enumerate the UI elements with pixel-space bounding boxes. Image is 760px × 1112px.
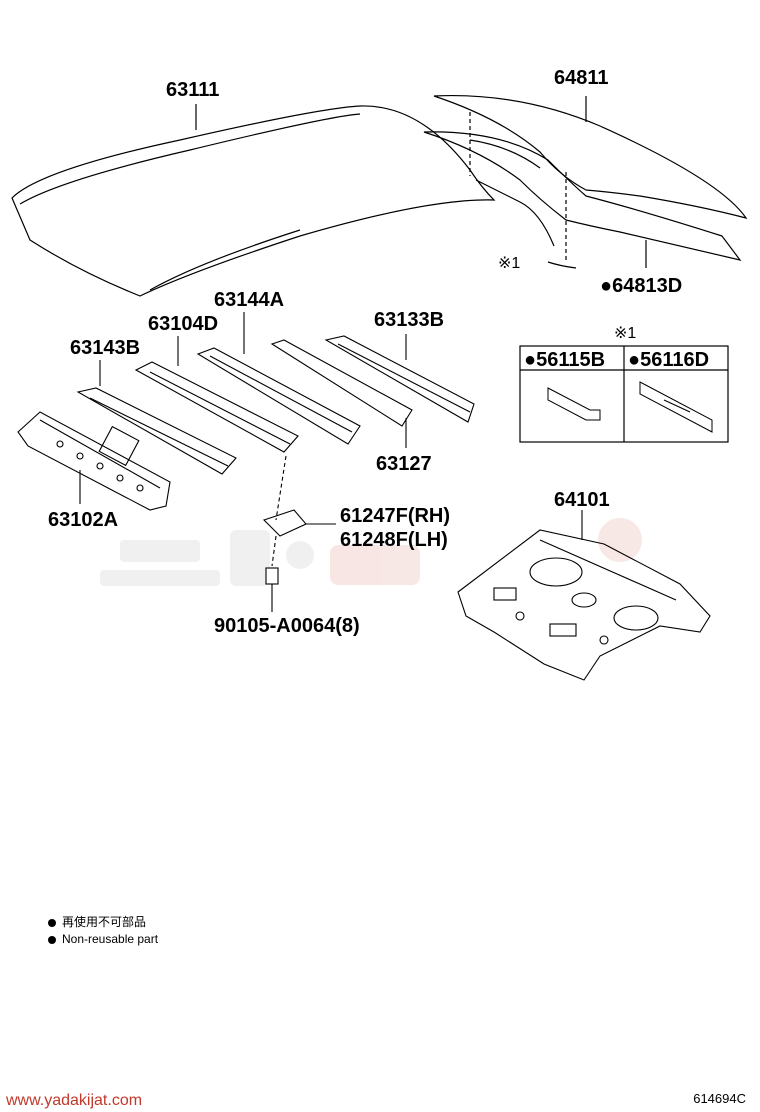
label-90105: 90105-A0064(8) [214, 615, 360, 637]
label-56116D: ●56116D [628, 349, 709, 371]
background-watermark [100, 518, 642, 586]
label-63144A: 63144A [214, 289, 284, 311]
note-mark-box: ※1 [614, 325, 636, 342]
package-tray-drawing [457, 510, 711, 681]
back-window-glass-drawing [423, 95, 748, 269]
label-63111: 63111 [166, 79, 219, 101]
label-box: ※1 ●56115B ●56116D [519, 325, 729, 443]
bracket-bolt-drawing [262, 455, 336, 612]
legend-japanese-text: 再使用不可部品 [62, 915, 147, 929]
label-61248F: 61248F(LH) [340, 529, 448, 551]
label-63133B: 63133B [374, 309, 444, 331]
bullet-icon [48, 918, 56, 927]
label-64811: 64811 [554, 67, 609, 89]
bullet-icon [48, 935, 56, 944]
label-64813D: ●64813D [600, 275, 682, 297]
label-63102A: 63102A [48, 509, 118, 531]
label-63127: 63127 [376, 453, 432, 475]
legend-english-text: Non-reusable part [62, 932, 159, 946]
roof-reinforcements-drawing [17, 312, 475, 511]
label-64101: 64101 [554, 489, 610, 511]
catalog-code: 614694C [693, 1091, 746, 1106]
site-watermark[interactable]: www.yadakijat.com [6, 1092, 143, 1109]
note-mark-top: ※1 [498, 255, 520, 272]
legend-japanese: 再使用不可部品 [48, 914, 146, 930]
label-61247F: 61247F(RH) [340, 505, 450, 527]
roof-panel-drawing [11, 104, 496, 297]
label-63104D: 63104D [148, 313, 218, 335]
label-63143B: 63143B [70, 337, 140, 359]
legend-english: Non-reusable part [48, 931, 158, 947]
label-56115B: ●56115B [524, 349, 605, 371]
